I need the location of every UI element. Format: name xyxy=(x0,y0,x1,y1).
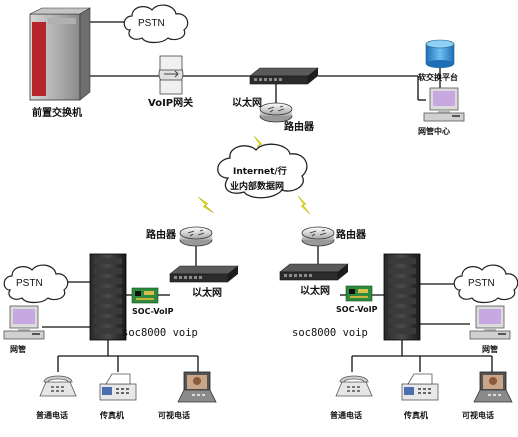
video-right-label: 可视电话 xyxy=(462,410,494,420)
fax-icon xyxy=(401,373,439,401)
front-switch-label: 前置交换机 xyxy=(32,106,82,119)
router-icon xyxy=(301,226,335,247)
switch-icon xyxy=(249,67,319,85)
soc-card-right-label: SOC-VoIP xyxy=(336,305,378,314)
phone-right-label: 普通电话 xyxy=(330,410,362,420)
soc-left-label: soc8000 voip xyxy=(122,327,198,339)
fax-icon xyxy=(99,373,137,401)
fax-right-label: 传真机 xyxy=(403,410,428,420)
wires xyxy=(42,21,493,372)
video-phone-icon xyxy=(473,371,513,403)
gateway-icon xyxy=(158,55,184,95)
router-top-label: 路由器 xyxy=(284,120,315,133)
nms-right-label: 网管 xyxy=(482,344,498,354)
fax-left-label: 传真机 xyxy=(99,410,124,420)
soc-right-label: soc8000 voip xyxy=(292,327,368,339)
router-left-label: 路由器 xyxy=(146,228,177,241)
internet-cloud xyxy=(217,143,308,199)
front-switch-server xyxy=(29,7,92,101)
internet-line2-label: 业内部数据网 xyxy=(230,180,284,192)
pstn-top-label: PSTN xyxy=(138,18,165,29)
voip-card-icon xyxy=(131,287,159,304)
voip-gateway-label: VoIP网关 xyxy=(148,96,193,109)
nms-left-label: 网管 xyxy=(10,344,26,354)
phone-icon xyxy=(335,375,373,397)
soc-card-left-label: SOC-VoIP xyxy=(132,307,174,316)
ethernet-left-label: 以太网 xyxy=(192,286,222,299)
pstn-right-label: PSTN xyxy=(468,278,495,289)
computer-icon xyxy=(423,87,465,122)
nms-center-label: 网管中心 xyxy=(418,126,450,136)
computer-icon xyxy=(3,305,45,340)
lightning-icon xyxy=(297,195,311,215)
router-right-label: 路由器 xyxy=(336,228,367,241)
ethernet-top-label: 以太网 xyxy=(232,96,262,109)
computer-icon xyxy=(469,305,511,340)
softswitch-label: 软交换平台 xyxy=(418,72,458,82)
video-left-label: 可视电话 xyxy=(158,410,190,420)
pstn-left-label: PSTN xyxy=(16,278,43,289)
video-phone-icon xyxy=(177,371,217,403)
phone-icon xyxy=(39,375,77,397)
rack-icon xyxy=(383,253,421,341)
lightning-icon xyxy=(198,194,214,216)
rack-icon xyxy=(89,253,127,341)
ethernet-right-label: 以太网 xyxy=(300,284,330,297)
switch-icon xyxy=(279,263,349,281)
router-icon xyxy=(259,102,293,123)
internet-line1-label: Internet/行 xyxy=(233,165,287,177)
router-icon xyxy=(179,226,213,247)
voip-card-icon xyxy=(345,285,373,302)
phone-left-label: 普通电话 xyxy=(36,410,68,420)
switch-icon xyxy=(169,265,239,283)
database-icon xyxy=(425,39,455,68)
